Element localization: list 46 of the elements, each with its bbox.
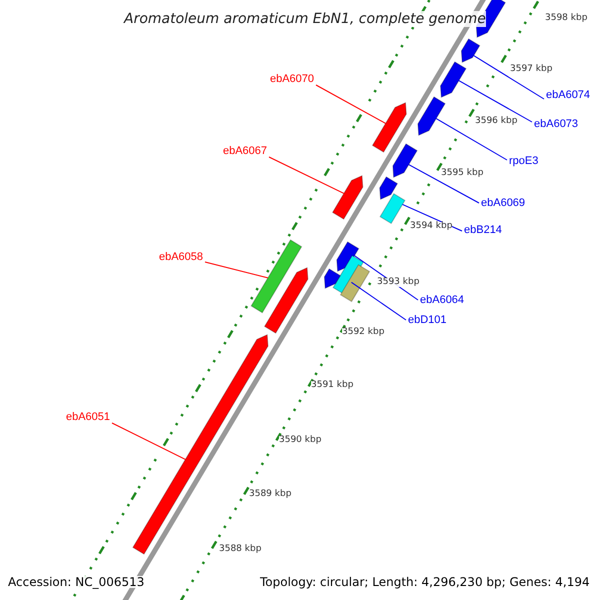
leader-line xyxy=(408,164,480,204)
gene-segment xyxy=(264,266,308,334)
gene-label: ebA6073 xyxy=(534,119,578,130)
gene-segment xyxy=(392,143,418,178)
position-label: 3594 kbp xyxy=(410,222,452,230)
position-label: 3596 kbp xyxy=(475,116,518,126)
gene-label: ebA6069 xyxy=(481,198,526,209)
position-label: 3592 kbp xyxy=(342,328,384,336)
gene-segment xyxy=(440,61,467,98)
leader-line xyxy=(112,422,186,460)
position-label: 3598 kbp xyxy=(545,14,588,22)
leader-line xyxy=(436,118,508,160)
diagram-title: Aromatoleum aromaticum EbN1, complete genome xyxy=(124,11,486,27)
gene-label: ebA6064 xyxy=(420,295,464,306)
gene-label: ebB214 xyxy=(464,225,502,236)
gene-segment xyxy=(460,38,480,64)
genome-info-text: Topology: circular; Length: 4,296,230 bp; Genes: 4,194 xyxy=(260,576,590,588)
gene-label: ebA6074 xyxy=(546,90,590,101)
position-label: 3593 kbp xyxy=(377,278,420,286)
position-label: 3590 kbp xyxy=(279,436,322,444)
gene-block xyxy=(379,193,406,224)
gene-label: ebA6067 xyxy=(222,146,267,157)
position-label: 3591 kbp xyxy=(311,380,354,390)
gene-label: ebA6058 xyxy=(158,252,203,263)
gene-label: ebA6070 xyxy=(270,74,314,85)
leader-line xyxy=(350,282,406,320)
leader-line xyxy=(458,80,532,122)
gene-segment xyxy=(372,102,407,153)
leader-line xyxy=(204,262,268,278)
gene-label: ebD101 xyxy=(408,315,447,326)
position-label: 3597 kbp xyxy=(510,64,552,74)
position-label: 3589 kbp xyxy=(249,490,292,498)
gene-block xyxy=(250,239,302,314)
leader-line xyxy=(268,156,344,194)
gene-block xyxy=(340,264,370,302)
gene-label: ebA6051 xyxy=(66,412,110,423)
gene-segment xyxy=(324,268,341,289)
accession-text: Accession: NC_006513 xyxy=(8,576,144,588)
gene-segment xyxy=(417,96,446,136)
gene-label: rpoE3 xyxy=(509,156,538,167)
position-label: 3595 kbp xyxy=(441,168,484,178)
leader-line xyxy=(473,55,544,100)
gene-segment xyxy=(379,176,398,200)
leader-line xyxy=(316,84,386,124)
position-label: 3588 kbp xyxy=(219,544,262,554)
gene-segment xyxy=(332,174,364,220)
